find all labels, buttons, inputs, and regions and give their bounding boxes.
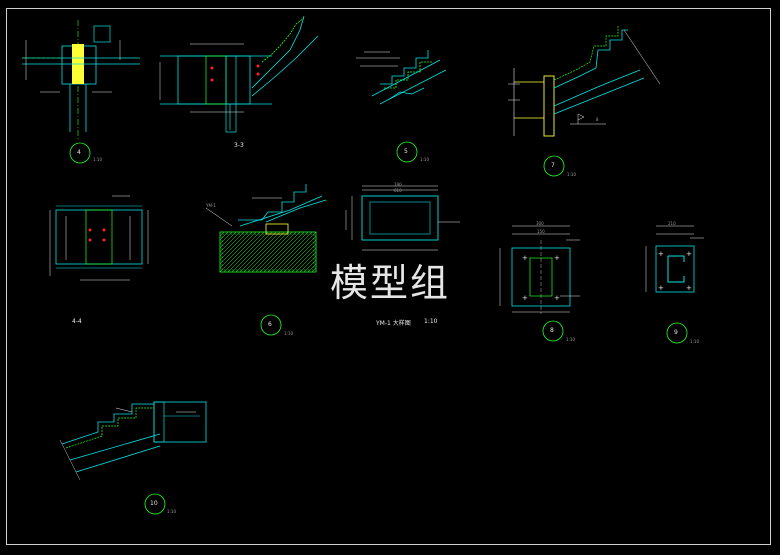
detail-4-4-drawing bbox=[49, 195, 149, 281]
ym1-dim-inner: 610 bbox=[394, 188, 402, 193]
svg-text:+: + bbox=[658, 284, 664, 292]
detail-4-number: 4 bbox=[77, 149, 81, 156]
ym1-title: YM-1 大样图 bbox=[376, 320, 411, 327]
bar-8-callout: 8 bbox=[596, 117, 599, 122]
detail-10-number: 10 bbox=[150, 500, 158, 507]
ym1-scale: 1:10 bbox=[424, 318, 438, 325]
title-block-strip bbox=[0, 8, 7, 545]
detail-5-scale: 1:10 bbox=[420, 157, 429, 162]
svg-text:+: + bbox=[522, 254, 528, 262]
detail-9-drawing: + + + + bbox=[645, 225, 704, 344]
watermark: 模型组 bbox=[330, 261, 451, 305]
detail-8-dim-top: 300 bbox=[536, 221, 544, 226]
svg-text:+: + bbox=[686, 284, 692, 292]
detail-5-drawing bbox=[356, 50, 447, 163]
detail-8-drawing: + + + + bbox=[499, 225, 580, 342]
detail-6-number: 6 bbox=[268, 321, 272, 328]
detail-8-scale: 1:10 bbox=[566, 337, 575, 342]
detail-10-scale: 1:10 bbox=[167, 509, 176, 514]
svg-text:+: + bbox=[686, 250, 692, 258]
svg-text:+: + bbox=[658, 250, 664, 258]
detail-7-number: 7 bbox=[551, 162, 555, 169]
detail-9-number: 9 bbox=[674, 329, 678, 336]
detail-4-drawing bbox=[22, 20, 140, 164]
detail-9-scale: 1:10 bbox=[690, 339, 699, 344]
detail-8-number: 8 bbox=[550, 327, 554, 334]
ym1-dim-overall: 190 bbox=[394, 182, 402, 187]
detail-3-3-drawing bbox=[159, 15, 319, 133]
svg-text:+: + bbox=[554, 294, 560, 302]
detail-8-dim-inner: 150 bbox=[537, 229, 545, 234]
detail-9-dim-top: 210 bbox=[668, 221, 676, 226]
detail-6-scale: 1:10 bbox=[284, 331, 293, 336]
detail-10-drawing bbox=[59, 401, 207, 515]
svg-text:+: + bbox=[522, 294, 528, 302]
ym1-callout: YM-1 bbox=[206, 203, 216, 208]
ym1-drawing bbox=[345, 185, 460, 251]
svg-text:+: + bbox=[554, 254, 560, 262]
detail-4-4-title: 4-4 bbox=[72, 318, 82, 325]
detail-5-number: 5 bbox=[404, 148, 408, 155]
detail-4-scale: 1:10 bbox=[93, 157, 102, 162]
detail-6-drawing bbox=[205, 184, 327, 336]
detail-3-3-title: 3-3 bbox=[234, 142, 244, 149]
detail-7-drawing bbox=[508, 26, 661, 177]
detail-7-scale: 1:10 bbox=[567, 172, 576, 177]
